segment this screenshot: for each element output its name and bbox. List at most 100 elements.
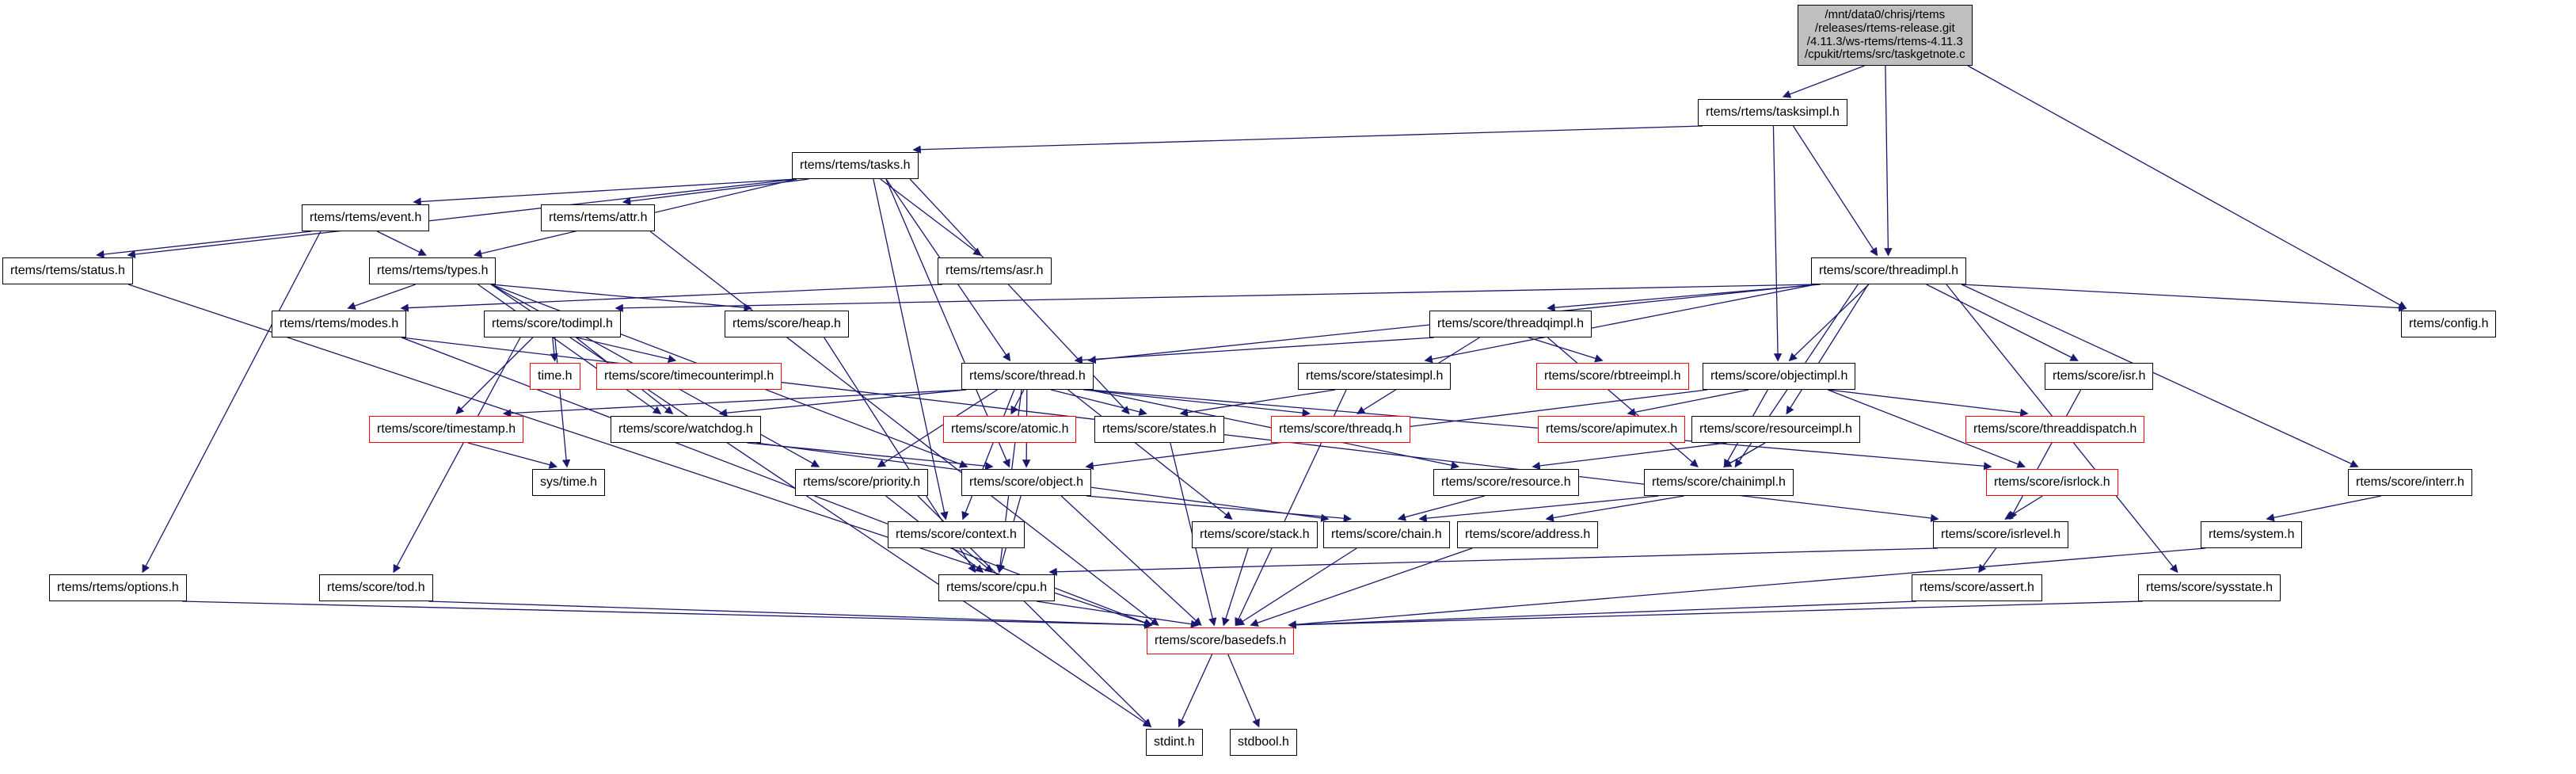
include-edge-isrlevel-assert (1978, 547, 1997, 574)
graph-node-stack[interactable]: rtems/score/stack.h (1192, 521, 1318, 549)
graph-node-objectimpl[interactable]: rtems/score/objectimpl.h (1703, 363, 1856, 391)
graph-node-basedefs[interactable]: rtems/score/basedefs.h (1147, 627, 1295, 655)
graph-node-statesimpl[interactable]: rtems/score/statesimpl.h (1298, 363, 1452, 391)
include-edge-event-types (377, 231, 427, 256)
include-edge-threadqimpl-rbtreeimpl (1528, 337, 1604, 363)
include-edge-resource-chain (1397, 495, 1485, 521)
graph-node-options[interactable]: rtems/rtems/options.h (49, 574, 187, 602)
include-edge-thread-stack (1067, 389, 1233, 520)
include-edge-threadqimpl-thread (1074, 337, 1435, 364)
graph-node-context[interactable]: rtems/score/context.h (888, 521, 1025, 549)
include-edge-object-chain (1086, 495, 1353, 523)
graph-node-main: /mnt/data0/chrisj/rtems /releases/rtems-… (1798, 5, 1973, 67)
graph-node-atomic[interactable]: rtems/score/atomic.h (943, 416, 1077, 444)
graph-node-priority[interactable]: rtems/score/priority.h (795, 469, 929, 497)
graph-node-threadqimpl[interactable]: rtems/score/threadqimpl.h (1429, 311, 1592, 338)
graph-node-todimpl[interactable]: rtems/score/todimpl.h (484, 311, 621, 338)
include-edge-sysstate-basedefs (1288, 601, 2144, 629)
graph-node-isrlevel[interactable]: rtems/score/isrlevel.h (1933, 521, 2069, 549)
include-edge-chainimpl-chain (1418, 495, 1659, 523)
graph-node-resourceimpl[interactable]: rtems/score/resourceimpl.h (1691, 416, 1860, 444)
include-edge-objectimpl-threaddispatch (1828, 389, 2029, 418)
include-edge-timestamp-systime (467, 442, 558, 469)
include-edge-isrlock-isrlevel (2004, 495, 2043, 520)
graph-node-types[interactable]: rtems/rtems/types.h (369, 257, 497, 285)
include-edge-isr-isrlevel (2009, 389, 2082, 520)
include-edge-context-cpu (962, 547, 994, 573)
include-edge-statesimpl-states (1179, 389, 1336, 417)
graph-node-system[interactable]: rtems/system.h (2201, 521, 2303, 549)
graph-node-status[interactable]: rtems/rtems/status.h (2, 257, 133, 285)
graph-node-event[interactable]: rtems/rtems/event.h (302, 204, 430, 232)
include-edge-cpu-basedefs (1036, 601, 1200, 628)
graph-node-heap[interactable]: rtems/score/heap.h (725, 311, 849, 338)
include-edge-threadimpl-isr (1926, 284, 2079, 361)
include-edge-threadqimpl-chainimpl (1547, 337, 1699, 468)
graph-node-modes[interactable]: rtems/rtems/modes.h (272, 311, 407, 338)
include-edge-isrlevel-cpu (1048, 547, 1939, 576)
include-edge-types-modes (347, 284, 416, 310)
graph-node-apimutex[interactable]: rtems/score/apimutex.h (1538, 416, 1686, 444)
graph-node-resource[interactable]: rtems/score/resource.h (1433, 469, 1579, 497)
graph-node-address[interactable]: rtems/score/address.h (1457, 521, 1599, 549)
include-edge-attr-basedefs (649, 231, 1159, 626)
include-edge-asr-modes (400, 284, 943, 312)
include-edge-interr-system (2266, 495, 2382, 522)
include-edge-object-basedefs (1060, 495, 1202, 627)
graph-node-attr[interactable]: rtems/rtems/attr.h (541, 204, 656, 232)
graph-node-rbtreeimpl[interactable]: rtems/score/rbtreeimpl.h (1536, 363, 1689, 391)
graph-node-threadimpl[interactable]: rtems/score/threadimpl.h (1811, 257, 1967, 285)
include-edge-system-basedefs (1288, 547, 2206, 629)
include-edge-todimpl-timestamp (455, 337, 534, 415)
include-edge-objectimpl-apimutex (1627, 389, 1749, 417)
include-edge-address-basedefs (1250, 547, 1473, 627)
include-edge-thread-watchdog (718, 389, 967, 418)
include-edge-thread-context (961, 389, 1015, 520)
include-edge-tasksimpl-threadimpl (1792, 125, 1878, 257)
graph-node-assert[interactable]: rtems/score/assert.h (1912, 574, 2042, 602)
graph-node-isr[interactable]: rtems/score/isr.h (2045, 363, 2154, 391)
graph-node-states[interactable]: rtems/score/states.h (1094, 416, 1225, 444)
graph-node-timestamp[interactable]: rtems/score/timestamp.h (369, 416, 524, 444)
graph-node-cpu[interactable]: rtems/score/cpu.h (938, 574, 1056, 602)
graph-node-stdint: stdint.h (1146, 729, 1203, 757)
include-edge-todimpl-timecounterimpl (576, 337, 677, 364)
include-edge-main-threadimpl (1884, 65, 1893, 257)
graph-node-chain[interactable]: rtems/score/chain.h (1323, 521, 1450, 549)
include-edge-resourceimpl-chainimpl (1722, 442, 1766, 467)
graph-node-tasksimpl[interactable]: rtems/rtems/tasksimpl.h (1698, 99, 1847, 127)
graph-node-stdbool: stdbool.h (1230, 729, 1297, 757)
include-edge-thread-states (1050, 389, 1147, 416)
include-edge-objectimpl-isrlock (1827, 389, 2026, 468)
include-edge-main-tasksimpl (1782, 65, 1865, 98)
graph-node-asr[interactable]: rtems/rtems/asr.h (938, 257, 1052, 285)
graph-node-config[interactable]: rtems/config.h (2401, 311, 2497, 338)
graph-node-interr[interactable]: rtems/score/interr.h (2348, 469, 2472, 497)
graph-node-tod[interactable]: rtems/score/tod.h (319, 574, 433, 602)
graph-node-chainimpl[interactable]: rtems/score/chainimpl.h (1644, 469, 1794, 497)
include-edge-threadimpl-statesimpl (1424, 284, 1817, 364)
include-edge-thread-threadq (1083, 389, 1311, 418)
graph-node-object[interactable]: rtems/score/object.h (961, 469, 1092, 497)
graph-node-threadq[interactable]: rtems/score/threadq.h (1271, 416, 1410, 444)
include-edge-tasks-asr (880, 178, 982, 256)
include-edge-event-options (142, 231, 322, 574)
graph-node-timecounterimpl[interactable]: rtems/score/timecounterimpl.h (596, 363, 782, 391)
graph-node-tasks[interactable]: rtems/rtems/tasks.h (792, 152, 919, 180)
include-edge-threadimpl-resourceimpl (1786, 284, 1869, 415)
include-edge-tasks-attr (622, 178, 809, 206)
include-edge-resourceimpl-resource (1532, 442, 1727, 471)
include-edge-tasks-context (873, 178, 949, 520)
include-edge-types-stdint (490, 284, 1152, 727)
include-edge-threadimpl-config (1961, 284, 2407, 312)
include-edge-tasksimpl-tasks (912, 125, 1703, 154)
graph-node-watchdog[interactable]: rtems/score/watchdog.h (611, 416, 761, 444)
graph-node-isrlock[interactable]: rtems/score/isrlock.h (1986, 469, 2118, 497)
graph-node-thread[interactable]: rtems/score/thread.h (961, 363, 1094, 391)
include-edge-watchdog-object (747, 442, 994, 471)
include-edge-stack-basedefs (1222, 547, 1249, 627)
graph-node-sysstate[interactable]: rtems/score/sysstate.h (2138, 574, 2281, 602)
graph-node-threaddispatch[interactable]: rtems/score/threaddispatch.h (1965, 416, 2145, 444)
include-edge-tasks-status (127, 178, 797, 259)
